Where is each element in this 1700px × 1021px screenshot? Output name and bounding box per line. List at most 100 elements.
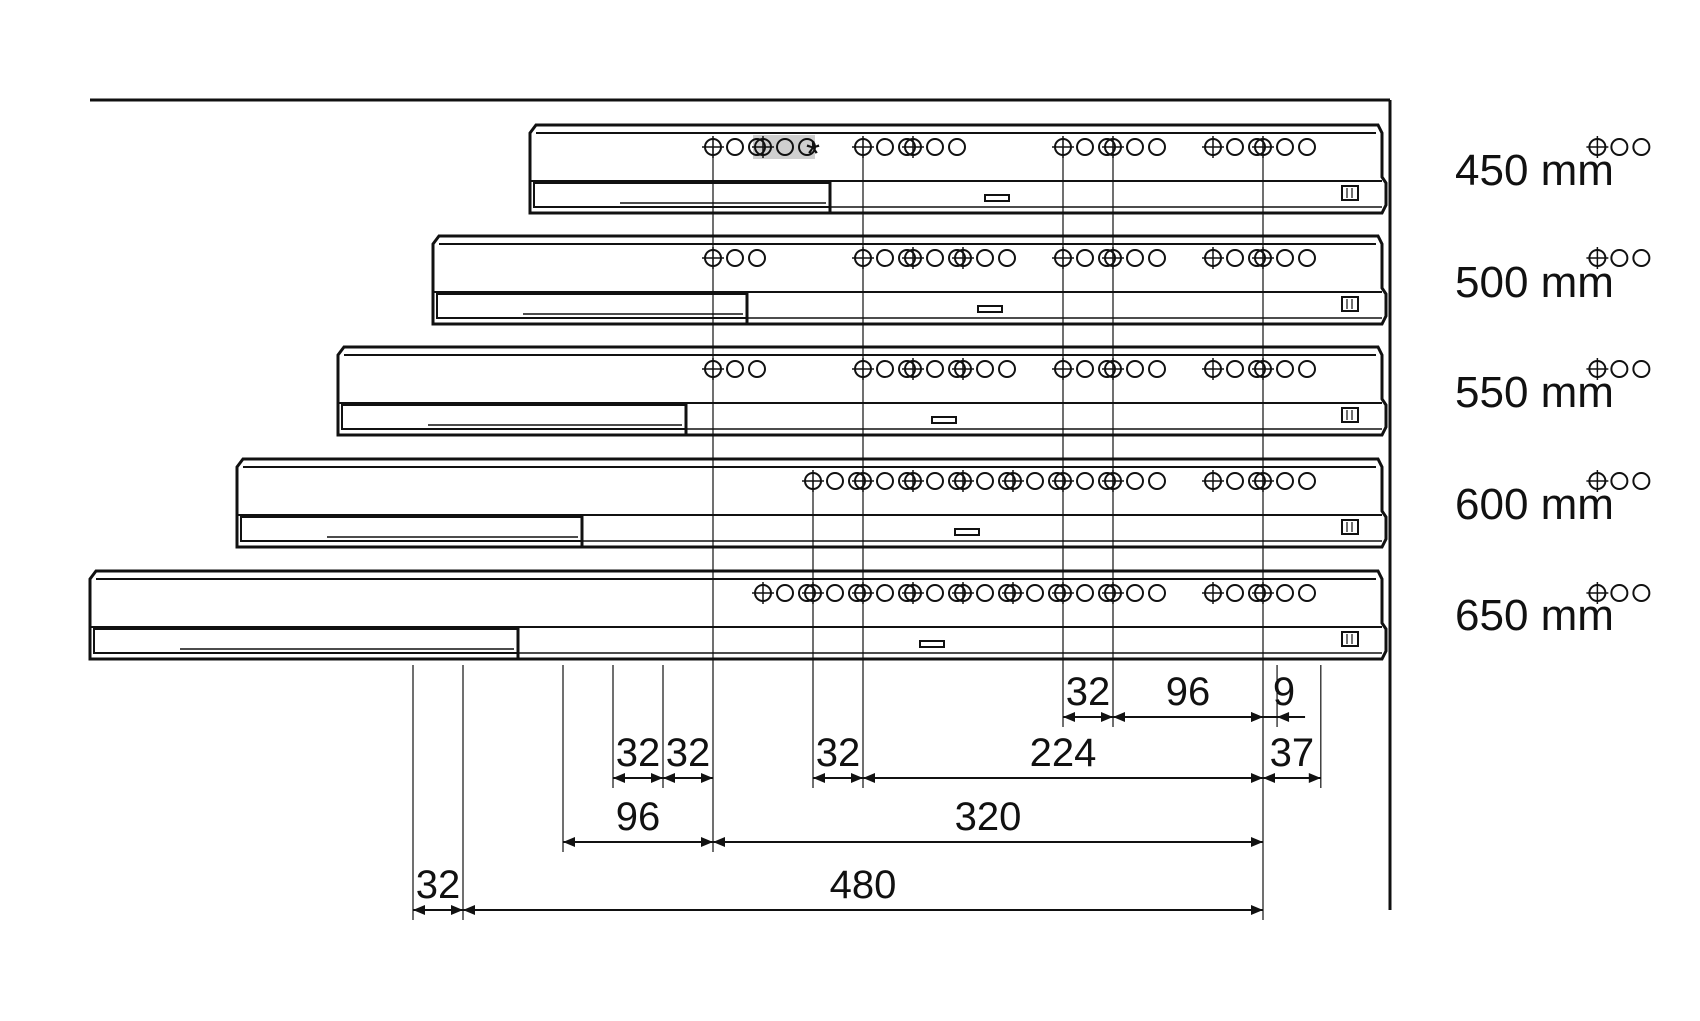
mounting-hole: [1126, 360, 1144, 378]
mounting-hole: [1632, 584, 1651, 602]
mounting-hole: [1126, 584, 1144, 602]
dimension-label: 32: [666, 731, 711, 775]
size-label-500: 500 mm: [1455, 258, 1614, 307]
mounting-hole: [1126, 249, 1144, 267]
mounting-hole: [776, 584, 794, 602]
mounting-hole: [1126, 472, 1144, 490]
mounting-hole: [1226, 138, 1244, 156]
mounting-hole: [926, 249, 944, 267]
mounting-hole: [1226, 249, 1244, 267]
dimension-arrowhead: [613, 773, 625, 783]
mounting-hole: [1076, 584, 1094, 602]
mounting-hole: [998, 360, 1016, 378]
mounting-hole: [1226, 584, 1244, 602]
mounting-hole: [1298, 360, 1316, 378]
mounting-hole: [1298, 584, 1316, 602]
mounting-hole: [926, 360, 944, 378]
mounting-hole: [776, 138, 794, 156]
rail-slot: [954, 528, 980, 536]
mounting-hole: [1632, 249, 1651, 267]
mounting-hole: [826, 472, 844, 490]
dimension-arrowhead: [1251, 773, 1263, 783]
dimension-arrowhead: [1263, 773, 1275, 783]
rear-clip: [1341, 519, 1359, 535]
runner-rail: [88, 569, 1651, 661]
rail-slot: [984, 194, 1010, 202]
dimension-arrowhead: [451, 905, 463, 915]
dimension-arrowhead: [1308, 773, 1321, 783]
mounting-hole: [1226, 360, 1244, 378]
mounting-hole: [1148, 472, 1166, 490]
rear-clip: [1341, 296, 1359, 312]
dimension-arrowhead: [863, 773, 875, 783]
dimension-label: 480: [830, 863, 897, 907]
mounting-hole: [998, 249, 1016, 267]
size-label-450: 450 mm: [1455, 146, 1614, 195]
mounting-hole: [926, 472, 944, 490]
mounting-hole: [876, 138, 894, 156]
runner-rail: [336, 345, 1651, 437]
mounting-hole: [726, 249, 744, 267]
dimension-label: 320: [955, 795, 1022, 839]
mounting-hole: [1276, 138, 1294, 156]
size-label-600: 600 mm: [1455, 480, 1614, 529]
dimension-arrowhead: [663, 773, 675, 783]
mounting-hole: [926, 138, 944, 156]
mounting-hole: [876, 584, 894, 602]
mounting-hole: [1610, 584, 1629, 602]
mounting-hole: [1076, 138, 1094, 156]
dimension-arrowhead: [563, 837, 575, 847]
mounting-hole: [876, 360, 894, 378]
dimension-arrowhead: [1251, 712, 1263, 722]
rail-slot: [931, 416, 957, 424]
dimension-label: 96: [616, 795, 661, 839]
runner-rail: [528, 123, 1651, 215]
runner-rail: [431, 234, 1651, 326]
rear-clip: [1341, 185, 1359, 201]
mounting-hole: [748, 249, 766, 267]
rail-slot: [919, 640, 945, 648]
dimension-arrowhead: [463, 905, 475, 915]
dimension-label: 224: [1030, 731, 1097, 775]
rear-clip: [1341, 407, 1359, 423]
mounting-hole: [1076, 472, 1094, 490]
mounting-hole: [1610, 249, 1629, 267]
size-label-550: 550 mm: [1455, 368, 1614, 417]
mounting-hole: [1610, 472, 1629, 490]
mounting-hole: [876, 249, 894, 267]
dimension-arrowhead: [413, 905, 425, 915]
asterisk-marker: *: [806, 133, 820, 174]
mounting-hole: [976, 472, 994, 490]
mounting-hole: [876, 472, 894, 490]
mounting-hole: [1076, 249, 1094, 267]
size-label-650: 650 mm: [1455, 591, 1614, 640]
mounting-hole: [976, 360, 994, 378]
dimension-arrowhead: [701, 773, 713, 783]
dimension-arrowhead: [1113, 712, 1125, 722]
runner-rail: [235, 457, 1651, 549]
dimension-arrowhead: [1277, 712, 1290, 722]
dimension-arrowhead: [651, 773, 663, 783]
mounting-hole: [826, 584, 844, 602]
dimension-label: 32: [616, 731, 661, 775]
mounting-hole: [1276, 249, 1294, 267]
mounting-hole: [1026, 584, 1044, 602]
dimension-arrowhead: [813, 773, 825, 783]
dimension-arrowhead: [1251, 837, 1263, 847]
runner-rails: [88, 123, 1651, 661]
mounting-hole: [926, 584, 944, 602]
mounting-hole: [976, 249, 994, 267]
mounting-hole: [726, 360, 744, 378]
dimension-label: 9: [1273, 670, 1295, 714]
mounting-hole: [1276, 360, 1294, 378]
dimension-arrowhead: [1063, 712, 1075, 722]
mounting-hole: [1076, 360, 1094, 378]
dimension-arrowhead: [1101, 712, 1113, 722]
mounting-hole: [1298, 472, 1316, 490]
dimension-arrowhead: [1251, 905, 1263, 915]
mounting-hole: [1276, 472, 1294, 490]
rear-clip: [1341, 631, 1359, 647]
mounting-hole: [1610, 138, 1629, 156]
